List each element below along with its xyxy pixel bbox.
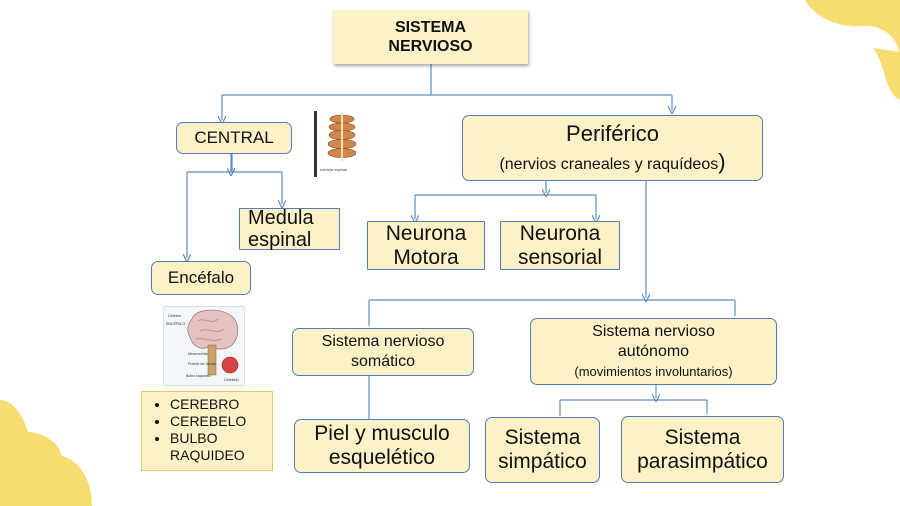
simpatico-line1: Sistema bbox=[504, 426, 581, 450]
brain-label-bulbo: Bulbo raquídeo bbox=[186, 374, 210, 378]
autonomo-line2: autónomo bbox=[617, 343, 690, 361]
parasimpatico-line2: parasimpático bbox=[637, 449, 768, 473]
periferico-close-paren: ) bbox=[718, 148, 726, 174]
list-item: BULBO RAQUIDEO bbox=[170, 430, 272, 464]
title-line1: SISTEMA bbox=[394, 18, 467, 36]
list-item: CEREBRO bbox=[170, 396, 272, 413]
periferico-subtitle-wrap: (nervios craneales y raquídeos) bbox=[499, 148, 726, 175]
simpatico-line2: simpático bbox=[498, 450, 587, 473]
central-box: CENTRAL bbox=[176, 122, 292, 154]
simpatico-box: Sistema simpático bbox=[485, 417, 600, 483]
medula-line2: espinal bbox=[248, 229, 312, 251]
piel-musculo-box: Piel y musculo esquelético bbox=[294, 419, 470, 473]
neurona-motora-line1: Neurona bbox=[385, 221, 467, 245]
brain-label-encefalo: ENCÉFALO bbox=[166, 321, 185, 326]
list-item: CEREBELO bbox=[170, 413, 272, 430]
brain-label-cerebro: Cerebro bbox=[168, 314, 181, 318]
neurona-sensorial-line1: Neurona bbox=[519, 221, 601, 245]
spine-image: médula espinal bbox=[312, 111, 368, 177]
somatico-line2: somático bbox=[350, 353, 416, 370]
neurona-sensorial-line2: sensorial bbox=[517, 245, 603, 269]
somatico-line1: Sistema nervioso bbox=[321, 333, 445, 351]
somatico-box: Sistema nervioso somático bbox=[292, 328, 474, 376]
brain-label-puente: Puente de Varolio bbox=[188, 362, 216, 366]
title-box: SISTEMA NERVIOSO bbox=[333, 10, 528, 64]
piel-musculo-line1: Piel y musculo bbox=[314, 422, 450, 446]
encefalo-box: Encéfalo bbox=[151, 261, 251, 295]
medula-line1: Medula bbox=[248, 206, 314, 229]
periferico-box: Periférico (nervios craneales y raquídeo… bbox=[462, 115, 763, 181]
spine-caption: médula espinal bbox=[320, 167, 347, 172]
brain-label-cerebelo: Cerebelo bbox=[224, 378, 239, 382]
autonomo-line1: Sistema nervioso bbox=[592, 323, 715, 341]
central-label: CENTRAL bbox=[194, 128, 274, 148]
periferico-title: Periférico bbox=[566, 120, 659, 146]
neurona-sensorial-box: Neurona sensorial bbox=[500, 221, 620, 270]
parasimpatico-line1: Sistema bbox=[664, 425, 741, 449]
parasimpatico-box: Sistema parasimpático bbox=[621, 416, 784, 483]
brain-image: Cerebro ENCÉFALO Mesencéfalo Puente de V… bbox=[163, 306, 245, 386]
brain-label-mesencefalo: Mesencéfalo bbox=[188, 352, 208, 356]
autonomo-line3: (movimientos involuntarios) bbox=[574, 364, 733, 380]
autonomo-box: Sistema nervioso autónomo (movimientos i… bbox=[530, 318, 777, 385]
piel-musculo-line2: esquelético bbox=[328, 446, 436, 469]
title-line2: NERVIOSO bbox=[388, 38, 473, 55]
encefalo-label: Encéfalo bbox=[167, 268, 235, 288]
medula-espinal-box: Medula espinal bbox=[239, 206, 340, 251]
encefalo-parts-list: CEREBRO CEREBELO BULBO RAQUIDEO bbox=[141, 391, 273, 471]
neurona-motora-line2: Motora bbox=[393, 245, 459, 269]
neurona-motora-box: Neurona Motora bbox=[367, 221, 485, 270]
periferico-subtitle: (nervios craneales y raquídeos bbox=[499, 155, 719, 173]
